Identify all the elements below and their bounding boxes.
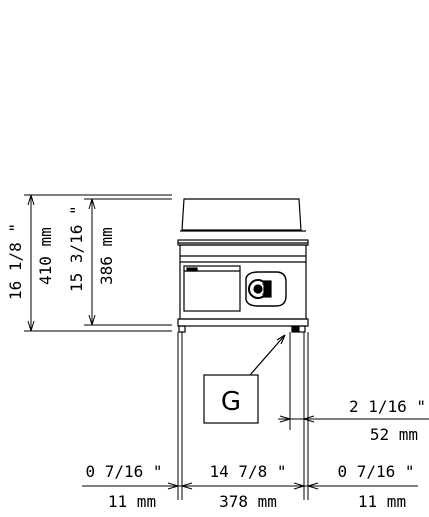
width-dimensions [82,482,418,490]
offset-dimension [278,415,429,423]
right-gap-inches: 0 7/16 " [337,462,414,481]
left-foot [178,325,186,333]
callout-g-label: G [221,387,241,417]
left-gap-mm: 11 mm [108,492,156,511]
offset-right-inches: 2 1/16 " [349,397,426,416]
right-gap-mm: 11 mm [358,492,406,511]
control-knob-icon [245,271,287,307]
left-gap-inches: 0 7/16 " [85,462,162,481]
callout-g [203,334,286,424]
callout-g-box [203,374,259,424]
height-dimensions [24,194,172,332]
width-mm: 378 mm [219,492,277,511]
appliance-door-panel [183,265,241,312]
overall-height-mm: 410 mm [36,227,55,285]
width-inches: 14 7/8 " [209,462,286,481]
body-height-mm: 386 mm [97,227,116,285]
overall-height-inches: 16 1/8 " [6,223,25,300]
appliance-lid [181,198,302,231]
appliance-base [177,318,309,327]
offset-right-mm: 52 mm [370,425,418,444]
appliance-front-view [177,198,309,333]
right-foot [291,325,299,333]
body-height-inches: 15 3/16 " [67,205,86,292]
width-extension-lines [177,332,309,500]
callout-g-leader [249,334,286,376]
